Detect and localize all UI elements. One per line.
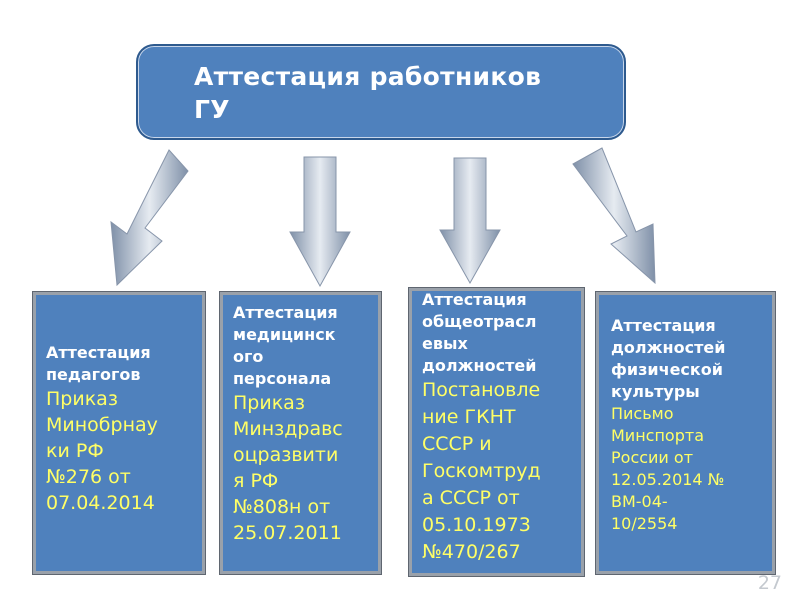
card-heading: Аттестация медицинск ого персонала: [233, 303, 338, 388]
card-heading: Аттестация общеотрасл евых должностей: [422, 290, 537, 375]
card-body: Письмо Минспорта России от 12.05.2014 № …: [611, 404, 725, 533]
arrow-down-left: [110, 149, 189, 287]
card-body: Приказ Минобрнау ки РФ №276 от 07.04.201…: [46, 388, 158, 514]
arrow-down-3: [439, 157, 501, 285]
card-body: Постановле ние ГКНТ СССР и Госкомтруд а …: [422, 379, 541, 563]
card-sports: Аттестация должностей физической культур…: [596, 292, 775, 574]
card-heading: Аттестация должностей физической культур…: [611, 316, 726, 401]
card-teachers: Аттестация педагогов Приказ Минобрнау ки…: [33, 292, 205, 574]
card-general: Аттестация общеотрасл евых должностей По…: [409, 288, 584, 576]
arrow-down-2: [289, 156, 351, 288]
arrow-down-right: [572, 147, 656, 285]
card-heading: Аттестация педагогов: [46, 343, 151, 384]
slide-number: 27: [757, 572, 782, 594]
card-body: Приказ Минздравс оцразвити я РФ №808н от…: [233, 392, 343, 544]
card-medical: Аттестация медицинск ого персонала Прика…: [220, 292, 381, 574]
title-box: Аттестация работников ГУ: [136, 44, 626, 140]
title-text: Аттестация работников ГУ: [194, 62, 542, 124]
